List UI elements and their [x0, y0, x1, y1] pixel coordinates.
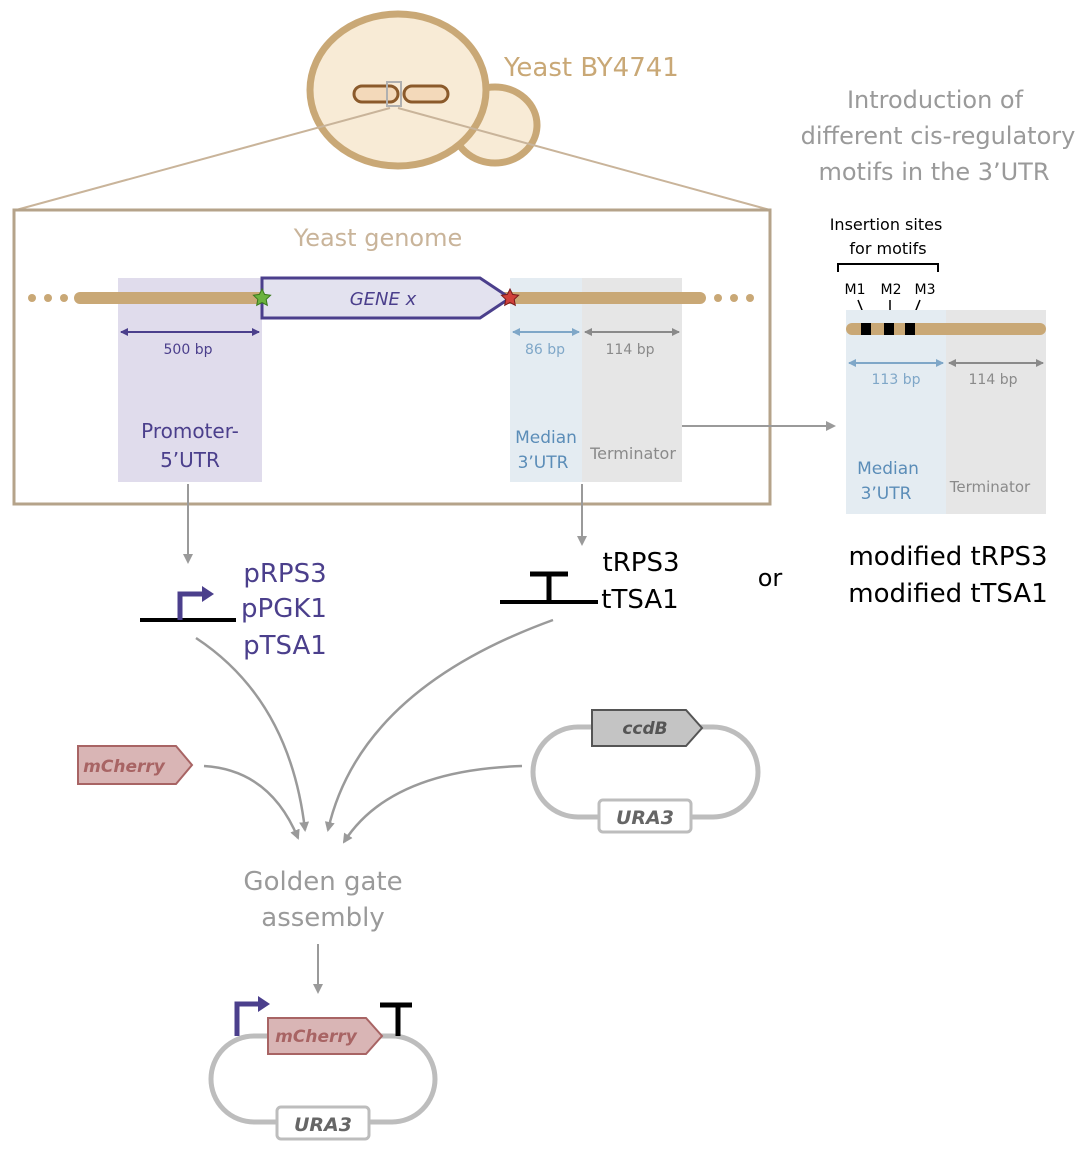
- motif-title-1: Introduction of: [847, 86, 1024, 114]
- mcherry-part-icon: [77, 745, 194, 785]
- promoter-item-2: pPGK1: [241, 594, 327, 624]
- or-label: or: [758, 564, 783, 592]
- insertion-label-1: Insertion sites: [830, 215, 943, 234]
- gene-label: GENE x: [350, 289, 417, 310]
- final-plasmid-icon: mCherry URA3: [208, 996, 438, 1141]
- utr-label-1: Median: [515, 428, 577, 448]
- final-ura3-label: URA3: [294, 1114, 352, 1136]
- chromosome-zoom-box: [386, 81, 402, 107]
- final-promoter-arrowhead: [258, 996, 270, 1012]
- dna-dot: [730, 294, 738, 302]
- motif-title-2: different cis-regulatory: [801, 122, 1076, 150]
- terminator-symbol-icon: [500, 571, 598, 604]
- promoter-item-3: pTSA1: [243, 631, 327, 661]
- motif-m1-label: M1: [845, 282, 866, 298]
- mcherry-to-assembly-arrow: [203, 764, 300, 840]
- promoter-symbol-icon: [140, 586, 236, 622]
- terminator-item-2: tTSA1: [601, 585, 678, 615]
- promoter-label-1: Promoter-: [141, 419, 239, 443]
- chromosome-right: [402, 84, 450, 104]
- final-mcherry-part-icon: [267, 1017, 384, 1055]
- dna-dot: [746, 294, 754, 302]
- motif-utr-label-2: 3’UTR: [861, 484, 912, 504]
- ura3-label: URA3: [616, 807, 674, 829]
- ccdb-part-icon: [591, 709, 704, 747]
- motif-terminator-label: Terminator: [949, 478, 1031, 496]
- chromosome-left: [352, 84, 400, 104]
- promoter-size: 500 bp: [164, 342, 213, 358]
- utr-region: [510, 278, 582, 482]
- dna-dot: [714, 294, 722, 302]
- yeast-label: Yeast BY4741: [503, 53, 679, 83]
- utr-label-2: 3’UTR: [518, 453, 569, 473]
- dna-dot: [60, 294, 68, 302]
- final-mcherry-label: mCherry: [275, 1027, 358, 1047]
- promoter-arrowhead: [202, 586, 214, 602]
- backbone-plasmid-icon: ccdB URA3: [530, 709, 761, 834]
- motif-utr-region: [846, 310, 946, 514]
- final-ura3-part-icon: [275, 1105, 371, 1141]
- ccdb-label: ccdB: [622, 719, 667, 739]
- terminator-region: [582, 278, 682, 482]
- mcherry-part-label: mCherry: [83, 757, 166, 777]
- motif-utr-label-1: Median: [857, 459, 919, 479]
- ura3-part-icon: [597, 798, 693, 834]
- assembly-label-1: Golden gate: [243, 867, 402, 897]
- motif-m2-label: M2: [881, 282, 902, 298]
- dna-dot: [44, 294, 52, 302]
- motif-m3-site: [905, 323, 915, 335]
- assembly-label-2: assembly: [261, 903, 384, 933]
- genome-title: Yeast genome: [293, 224, 463, 252]
- promoter-label-2: 5’UTR: [160, 448, 220, 472]
- dna-dot: [28, 294, 36, 302]
- terminator-item-1: tRPS3: [603, 548, 680, 578]
- promoter-region: [118, 278, 262, 482]
- plasmid-to-assembly-arrow: [342, 764, 523, 844]
- motif-terminator-region: [946, 310, 1046, 514]
- insertion-label-2: for motifs: [849, 239, 926, 258]
- modified-terminator-2: modified tTSA1: [848, 579, 1048, 609]
- final-promoter-arrow: [234, 1001, 260, 1036]
- yeast-cell: [306, 10, 541, 170]
- motif-title-3: motifs in the 3’UTR: [818, 158, 1049, 186]
- terminator-size: 114 bp: [606, 342, 655, 358]
- promoter-to-assembly-arrow: [195, 636, 310, 832]
- promoter-item-1: pRPS3: [243, 559, 326, 589]
- zoom-line-right: [397, 107, 771, 211]
- insertion-bracket: [837, 263, 939, 272]
- stop-codon-star-icon: [500, 287, 520, 307]
- utr-size: 86 bp: [525, 342, 565, 358]
- promoter-bent-arrow: [177, 591, 204, 620]
- motif-terminator-size: 114 bp: [969, 372, 1018, 388]
- zoom-line-left: [15, 107, 391, 211]
- motif-m2-site: [884, 323, 894, 335]
- terminator-to-assembly-arrow: [324, 618, 554, 832]
- motif-m3-label: M3: [915, 282, 936, 298]
- motif-m1-site: [861, 323, 871, 335]
- gene-arrow: [260, 276, 513, 320]
- modified-terminator-1: modified tRPS3: [848, 542, 1047, 572]
- start-codon-star-icon: [252, 287, 272, 307]
- genome-box: [12, 208, 772, 506]
- terminator-label: Terminator: [589, 444, 676, 463]
- motif-utr-size: 113 bp: [872, 372, 921, 388]
